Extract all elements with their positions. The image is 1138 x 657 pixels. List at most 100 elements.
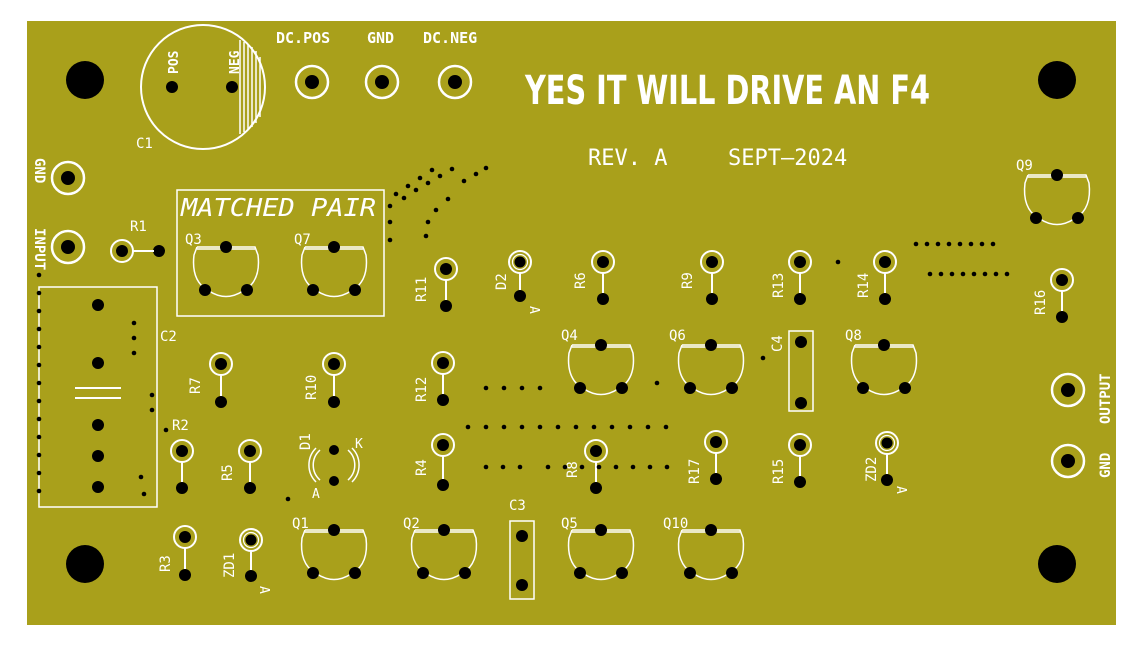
- via-dot: [149, 407, 155, 413]
- via-dot: [36, 272, 42, 278]
- r1-label: R1: [130, 219, 147, 235]
- zd1-a-label: A: [256, 586, 271, 594]
- via-dot: [545, 464, 551, 470]
- zd2-a-label: A: [893, 486, 908, 494]
- matched-pair-box: [176, 189, 385, 317]
- via-dot: [36, 362, 42, 368]
- via-dot: [417, 175, 423, 181]
- r14-resistor: [873, 250, 897, 305]
- pcb-substrate: [27, 21, 1116, 625]
- r10-resistor: [322, 352, 346, 408]
- q9-label: Q9: [1016, 158, 1033, 174]
- d2-hole: [514, 290, 526, 302]
- via-dot: [36, 470, 42, 476]
- mounting-hole-bottom-right: [1038, 545, 1076, 583]
- via-dot: [483, 385, 489, 391]
- via-dot: [519, 424, 525, 430]
- r9-resistor: [700, 250, 724, 305]
- d1-pad-k: [329, 445, 339, 455]
- r3-label: R3: [158, 555, 174, 572]
- via-dot: [664, 464, 670, 470]
- r9-label: R9: [680, 272, 696, 289]
- via-dot: [405, 183, 411, 189]
- via-dot: [36, 326, 42, 332]
- via-dot: [425, 180, 431, 186]
- r13-label: R13: [771, 273, 787, 298]
- c1-pos-label: POS: [167, 50, 182, 74]
- r15-label: R15: [771, 459, 787, 484]
- r13-resistor: [788, 250, 812, 305]
- via-dot: [387, 203, 393, 209]
- q5-label: Q5: [561, 516, 578, 532]
- d1-label: D1: [298, 433, 314, 450]
- c4-capacitor: [788, 330, 814, 412]
- r16-resistor: [1050, 268, 1074, 323]
- via-dot: [423, 233, 429, 239]
- via-dot: [591, 424, 597, 430]
- q8-transistor: [850, 339, 918, 396]
- via-dot: [461, 178, 467, 184]
- r8-resistor: [584, 439, 608, 494]
- via-dot: [913, 241, 919, 247]
- via-dot: [501, 424, 507, 430]
- via-dot: [131, 350, 137, 356]
- r17-label: R17: [687, 459, 703, 484]
- via-dot: [163, 427, 169, 433]
- r16-label: R16: [1033, 290, 1049, 315]
- via-dot: [993, 271, 999, 277]
- dc-pos-label: DC.POS: [276, 29, 330, 47]
- via-dot: [654, 380, 660, 386]
- q6-label: Q6: [669, 328, 686, 344]
- via-dot: [36, 290, 42, 296]
- mounting-hole-bottom-left: [66, 545, 104, 583]
- via-dot: [924, 241, 930, 247]
- dc-neg-label: DC.NEG: [423, 29, 477, 47]
- via-dot: [36, 488, 42, 494]
- via-dot: [663, 424, 669, 430]
- matched-pair-label: MATCHED PAIR: [180, 193, 376, 222]
- via-dot: [555, 424, 561, 430]
- q6-transistor: [677, 339, 745, 396]
- r5-resistor: [238, 439, 262, 494]
- via-dot: [401, 195, 407, 201]
- mounting-hole-top-left: [66, 61, 104, 99]
- via-dot: [413, 187, 419, 193]
- q8-label: Q8: [845, 328, 862, 344]
- q7-label: Q7: [294, 232, 311, 248]
- via-dot: [562, 464, 568, 470]
- zd2-hole: [881, 474, 893, 486]
- via-dot: [473, 171, 479, 177]
- d1-pad-a: [329, 476, 339, 486]
- gnd-top-label: GND: [367, 29, 394, 47]
- c4-label: C4: [770, 335, 786, 352]
- r12-label: R12: [414, 377, 430, 402]
- via-dot: [483, 165, 489, 171]
- q3-label: Q3: [185, 232, 202, 248]
- c1-label: C1: [136, 136, 153, 152]
- via-dot: [433, 207, 439, 213]
- zd1-hole: [245, 570, 257, 582]
- mounting-hole-top-right: [1038, 61, 1076, 99]
- zd1-label: ZD1: [222, 553, 238, 578]
- via-dot: [935, 241, 941, 247]
- via-dot: [982, 271, 988, 277]
- r2-resistor: [170, 439, 194, 494]
- via-dot: [596, 464, 602, 470]
- date-label: SEPT—2024: [728, 146, 847, 171]
- via-dot: [630, 464, 636, 470]
- r3-resistor: [173, 525, 197, 581]
- via-dot: [36, 434, 42, 440]
- d1-diode: [308, 447, 360, 483]
- via-dot: [1004, 271, 1010, 277]
- via-dot: [36, 452, 42, 458]
- via-dot: [500, 464, 506, 470]
- via-dot: [449, 166, 455, 172]
- r17-resistor: [704, 430, 728, 485]
- via-dot: [149, 392, 155, 398]
- r4-resistor: [431, 433, 455, 491]
- via-dot: [465, 424, 471, 430]
- via-dot: [938, 271, 944, 277]
- q2-transistor: [410, 524, 478, 581]
- via-dot: [36, 308, 42, 314]
- via-dot: [971, 271, 977, 277]
